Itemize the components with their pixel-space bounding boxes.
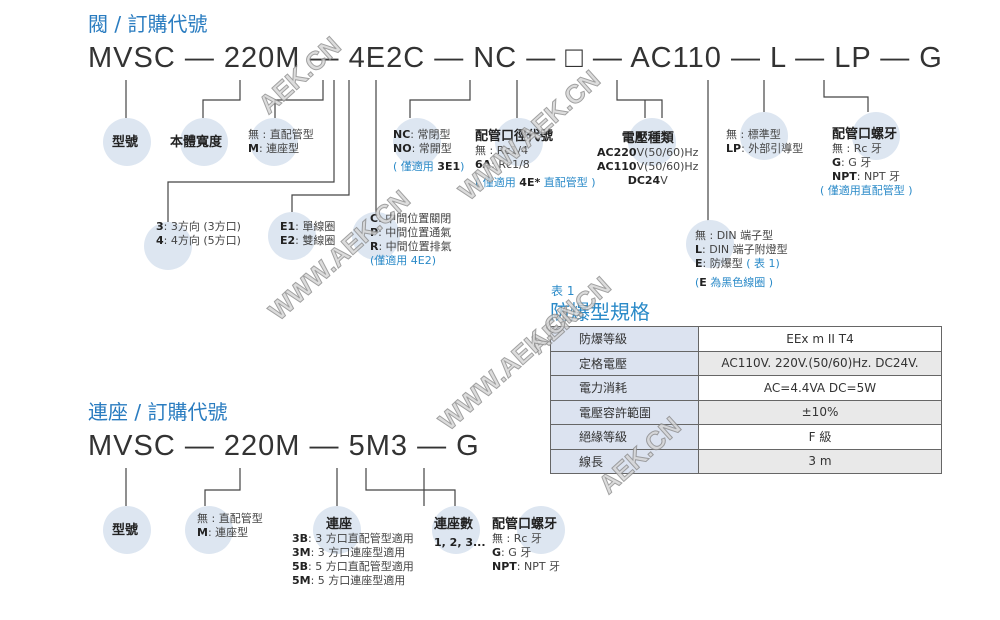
- code-voltage: AC110: [630, 42, 722, 74]
- table-row: 電壓容許範圍±10%: [550, 399, 942, 425]
- spec-name: 電壓容許範圍: [550, 399, 699, 425]
- spec-value: F 級: [698, 424, 942, 450]
- code-function: 4E2C: [348, 42, 426, 74]
- manifold-order-code: MVSC — 220M — 5M3 — G: [88, 430, 480, 463]
- spec-value: AC110V. 220V.(50/60)Hz. DC24V.: [698, 350, 942, 376]
- spec-name: 絕緣等級: [550, 424, 699, 450]
- code-model: MVSC: [88, 430, 176, 462]
- code-dash: —: [309, 42, 340, 74]
- code-body: 220M: [223, 42, 301, 74]
- spec-value: EEx m II T4: [698, 326, 942, 352]
- code-base: 5M3: [348, 430, 409, 462]
- model-label: 型號: [112, 135, 139, 150]
- valve-order-code: MVSC — 220M — 4E2C — NC — □ — AC110 — L …: [88, 42, 943, 75]
- spec-value: 3 m: [698, 448, 942, 474]
- code-dash: —: [592, 42, 623, 74]
- code-dash: —: [434, 42, 465, 74]
- spec-name: 電力消耗: [550, 375, 699, 401]
- spec-name: 線長: [550, 448, 699, 474]
- code-thread: G: [456, 430, 480, 462]
- code-dash: —: [880, 42, 911, 74]
- code-dash: —: [730, 42, 761, 74]
- spec-name: 防爆等級: [550, 326, 699, 352]
- manifold-order-title: 連座 / 訂購代號: [88, 400, 228, 424]
- code-port: □: [565, 42, 584, 74]
- valve-order-title: 閥 / 訂購代號: [88, 12, 208, 36]
- spec-value: ±10%: [698, 399, 942, 425]
- code-dash: —: [795, 42, 826, 74]
- code-dash: —: [309, 430, 340, 462]
- code-dash: —: [184, 42, 215, 74]
- code-thread: G: [919, 42, 943, 74]
- code-model: MVSC: [88, 42, 176, 74]
- code-connector: L: [770, 42, 787, 74]
- code-dash: —: [184, 430, 215, 462]
- manifold-model-label: 型號: [112, 523, 139, 538]
- body-width-label: 本體寬度: [170, 135, 223, 150]
- code-dash: —: [417, 430, 448, 462]
- code-normal: NC: [473, 42, 518, 74]
- code-body: 220M: [223, 430, 301, 462]
- table-title: 防爆型規格: [550, 300, 650, 324]
- code-pilot: LP: [834, 42, 872, 74]
- spec-name: 定格電壓: [550, 350, 699, 376]
- code-dash: —: [526, 42, 557, 74]
- direction-options: 3: 3方向 (3方口)4: 4方向 (5方口): [156, 220, 241, 247]
- spec-value: AC=4.4VA DC=5W: [698, 375, 942, 401]
- table-caption: 表 1: [551, 284, 575, 298]
